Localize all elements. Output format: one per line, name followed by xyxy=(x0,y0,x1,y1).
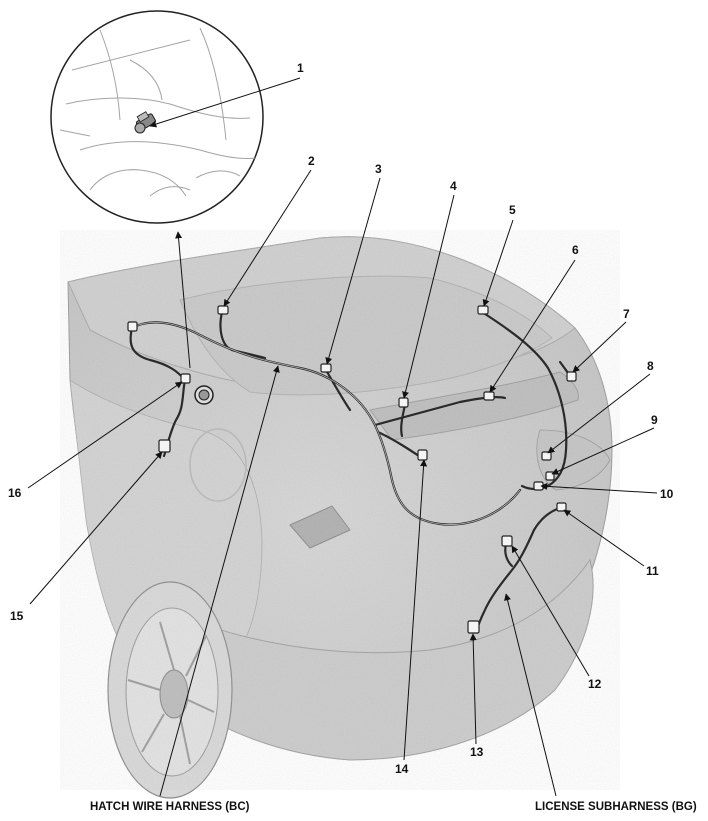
callout-3: 3 xyxy=(375,162,382,176)
callout-numbers: 1 2 3 4 5 6 7 8 9 10 11 12 13 14 15 16 xyxy=(8,61,674,776)
leader-1 xyxy=(149,77,301,128)
leader-5 xyxy=(482,219,514,307)
leader-11 xyxy=(563,509,645,567)
leader-16 xyxy=(27,381,183,489)
hatch-harness-label: HATCH WIRE HARNESS (BC) xyxy=(90,801,250,813)
callout-10: 10 xyxy=(660,487,674,501)
callout-15: 15 xyxy=(10,609,24,623)
callout-4: 4 xyxy=(450,179,457,193)
leader-license xyxy=(504,593,557,797)
callout-9: 9 xyxy=(651,413,658,427)
leader-13 xyxy=(469,633,477,745)
leader-4 xyxy=(402,194,455,399)
callout-13: 13 xyxy=(470,745,484,759)
leader-inset xyxy=(175,231,191,369)
connectors xyxy=(127,305,577,634)
license-subharness-label: LICENSE SUBHARNESS (BG) xyxy=(535,801,697,813)
leader-14 xyxy=(403,459,428,761)
callout-2: 2 xyxy=(308,154,315,168)
leader-12 xyxy=(511,545,590,677)
inset-detail xyxy=(50,10,264,224)
callout-14: 14 xyxy=(395,762,409,776)
callout-5: 5 xyxy=(509,203,516,217)
leader-3 xyxy=(325,177,381,365)
leader-7 xyxy=(572,321,627,373)
callout-16: 16 xyxy=(8,486,22,500)
callout-11: 11 xyxy=(646,564,659,578)
callout-1: 1 xyxy=(297,61,304,75)
leader-hatch xyxy=(159,365,280,797)
leader-8 xyxy=(547,373,651,454)
grommet xyxy=(194,385,214,405)
leader-2 xyxy=(223,169,312,307)
callout-12: 12 xyxy=(588,677,602,691)
leader-10 xyxy=(540,482,658,494)
leader-15 xyxy=(29,451,163,605)
callout-8: 8 xyxy=(647,359,654,373)
leader-9 xyxy=(551,427,655,475)
car-body xyxy=(60,230,620,799)
callout-6: 6 xyxy=(572,243,579,257)
callout-7: 7 xyxy=(623,307,630,321)
harness-highlight xyxy=(131,322,521,525)
leader-6 xyxy=(489,259,576,393)
leader-lines xyxy=(27,77,658,797)
